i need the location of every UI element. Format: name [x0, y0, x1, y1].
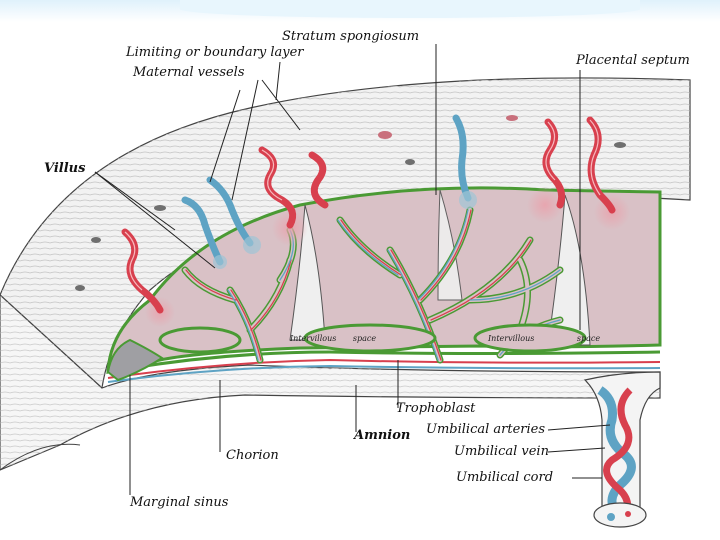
- intervillous-right-word: Intervillous: [488, 334, 535, 343]
- label-stratum-spongiosum: Stratum spongiosum: [282, 29, 420, 44]
- label-villus: Villus: [44, 161, 86, 176]
- label-limiting-layer: Limiting or boundary layer: [126, 45, 304, 60]
- intervillous-left-word: Intervillous: [290, 334, 337, 343]
- villous-trees: [181, 206, 564, 364]
- label-trophoblast: Trophoblast: [396, 401, 476, 416]
- intervillous-left-space: space: [352, 334, 377, 343]
- label-umbilical-cord: Umbilical cord: [456, 470, 554, 485]
- decidua-dots: [75, 115, 626, 291]
- maternal-veins: [181, 114, 472, 266]
- marginal-sinus-shape: [106, 338, 164, 382]
- label-intervillous-right: Intervillous space: [488, 334, 600, 343]
- villus-pads: [158, 323, 587, 354]
- label-umbilical-vein: Umbilical vein: [454, 444, 549, 459]
- umbilical-cord: [583, 371, 661, 528]
- label-marginal-sinus: Marginal sinus: [130, 495, 229, 510]
- label-amnion: Amnion: [354, 428, 411, 443]
- vein-openings: [213, 191, 477, 269]
- header-band: [0, 0, 720, 22]
- label-chorion: Chorion: [226, 448, 279, 463]
- label-maternal-vessels: Maternal vessels: [133, 65, 245, 80]
- label-placental-septum: Placental septum: [576, 53, 690, 68]
- intervillous-right-space: space: [576, 334, 601, 343]
- label-umbilical-arteries: Umbilical arteries: [426, 422, 546, 437]
- leader-lines: [94, 44, 611, 495]
- label-intervillous-left: Intervillous space: [290, 334, 376, 343]
